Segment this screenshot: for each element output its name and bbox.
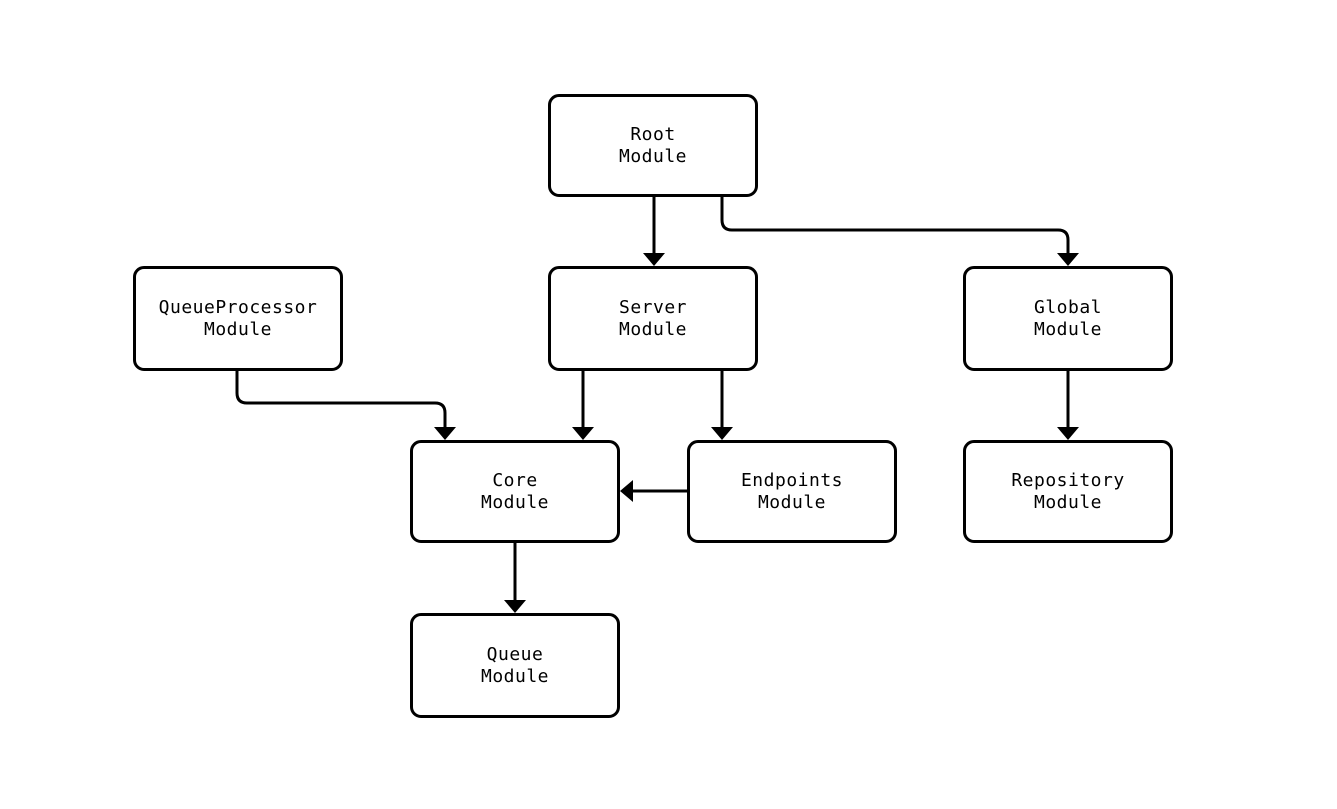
node-queue[interactable]: Queue Module — [410, 613, 620, 718]
node-label-server: Server Module — [618, 296, 688, 340]
node-label-root: Root Module — [618, 123, 688, 167]
edge-queueprocessor-core — [235, 371, 447, 429]
arrowhead-global-repository — [1057, 427, 1079, 440]
node-repository[interactable]: Repository Module — [963, 440, 1173, 543]
arrowhead-queueprocessor-core — [434, 427, 456, 440]
arrowhead-root-global — [1057, 253, 1079, 266]
node-server[interactable]: Server Module — [548, 266, 758, 371]
node-label-endpoints: Endpoints Module — [740, 469, 844, 513]
node-core[interactable]: Core Module — [410, 440, 620, 543]
node-global[interactable]: Global Module — [963, 266, 1173, 371]
arrowhead-endpoints-core — [620, 480, 633, 502]
node-label-core: Core Module — [480, 469, 550, 513]
node-label-global: Global Module — [1033, 296, 1103, 340]
arrowhead-root-server — [643, 253, 665, 266]
node-label-queue: Queue Module — [480, 643, 550, 687]
arrowhead-server-endpoints — [711, 427, 733, 440]
node-label-repository: Repository Module — [1011, 469, 1125, 513]
node-queueprocessor[interactable]: QueueProcessor Module — [133, 266, 343, 371]
node-endpoints[interactable]: Endpoints Module — [687, 440, 897, 543]
edge-root-global — [720, 197, 1070, 255]
arrowhead-server-core — [572, 427, 594, 440]
node-label-queueprocessor: QueueProcessor Module — [158, 296, 318, 340]
arrowhead-core-queue — [504, 600, 526, 613]
node-root[interactable]: Root Module — [548, 94, 758, 197]
